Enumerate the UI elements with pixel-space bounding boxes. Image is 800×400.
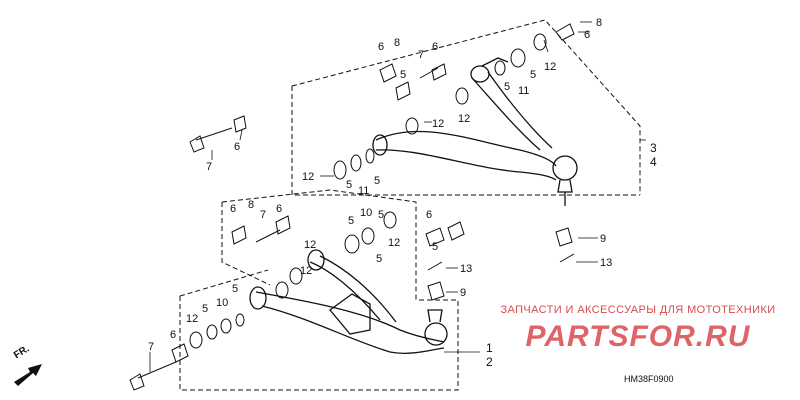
callout-numbers: 8 6 12 5 11 5 6 8 7 6 5 12 12 12 5 11 5 … bbox=[148, 17, 612, 353]
callout-6: 6 bbox=[230, 203, 236, 215]
callout-6: 6 bbox=[426, 209, 432, 221]
callout-12: 12 bbox=[458, 113, 470, 125]
callout-13: 13 bbox=[600, 257, 612, 269]
callout-12: 12 bbox=[300, 265, 312, 277]
assembly-label-4: 4 bbox=[650, 155, 657, 169]
upper-arm-group-frame bbox=[291, 19, 641, 196]
callout-9: 9 bbox=[600, 233, 606, 245]
callout-8: 8 bbox=[596, 17, 602, 29]
assembly-labels: 3 4 1 2 bbox=[486, 141, 657, 369]
lower-bushings bbox=[129, 211, 575, 391]
callout-12: 12 bbox=[302, 171, 314, 183]
upper-a-arm bbox=[372, 57, 578, 206]
callout-9: 9 bbox=[460, 287, 466, 299]
callout-6: 6 bbox=[584, 29, 590, 41]
callout-5: 5 bbox=[346, 179, 352, 191]
callout-5: 5 bbox=[378, 209, 384, 221]
callout-11: 11 bbox=[518, 85, 529, 97]
callout-6: 6 bbox=[234, 141, 240, 153]
callout-12: 12 bbox=[304, 239, 316, 251]
callout-12: 12 bbox=[186, 313, 198, 325]
callout-10: 10 bbox=[360, 207, 372, 219]
assembly-label-3: 3 bbox=[650, 141, 657, 155]
callout-11: 11 bbox=[358, 185, 369, 197]
callout-5: 5 bbox=[232, 283, 238, 295]
diagram-code: HM38F0900 bbox=[624, 374, 674, 384]
callout-6: 6 bbox=[170, 329, 176, 341]
callout-7: 7 bbox=[148, 341, 154, 353]
callout-5: 5 bbox=[530, 69, 536, 81]
lower-a-arm bbox=[249, 249, 448, 354]
callout-5: 5 bbox=[432, 241, 438, 253]
callout-5: 5 bbox=[504, 81, 510, 93]
watermark-tagline: ЗАПЧАСТИ И АКСЕССУАРЫ ДЛЯ МОТОТЕХНИКИ bbox=[500, 304, 776, 316]
callout-8: 8 bbox=[248, 199, 254, 211]
watermark-logo: PARTSFOR.RU bbox=[525, 320, 751, 353]
front-direction-arrow-icon bbox=[14, 364, 42, 386]
callout-5: 5 bbox=[376, 253, 382, 265]
assembly-label-2: 2 bbox=[486, 355, 493, 369]
callout-12: 12 bbox=[544, 61, 556, 73]
callout-13: 13 bbox=[460, 263, 472, 275]
callout-5: 5 bbox=[374, 175, 380, 187]
callout-7: 7 bbox=[206, 161, 212, 173]
lower-arm-group-frame bbox=[179, 189, 459, 391]
callout-5: 5 bbox=[348, 215, 354, 227]
callout-12: 12 bbox=[388, 237, 400, 249]
callout-5: 5 bbox=[202, 303, 208, 315]
callout-6: 6 bbox=[432, 41, 438, 53]
callout-6: 6 bbox=[276, 203, 282, 215]
callout-10: 10 bbox=[216, 297, 228, 309]
callout-7: 7 bbox=[260, 209, 266, 221]
callout-12: 12 bbox=[432, 118, 444, 130]
callout-5: 5 bbox=[400, 69, 406, 81]
callout-8: 8 bbox=[394, 37, 400, 49]
callout-6: 6 bbox=[378, 41, 384, 53]
callout-7: 7 bbox=[418, 49, 424, 61]
upper-bushings bbox=[189, 23, 575, 180]
assembly-label-1: 1 bbox=[486, 341, 493, 355]
leader-lines bbox=[149, 21, 646, 372]
